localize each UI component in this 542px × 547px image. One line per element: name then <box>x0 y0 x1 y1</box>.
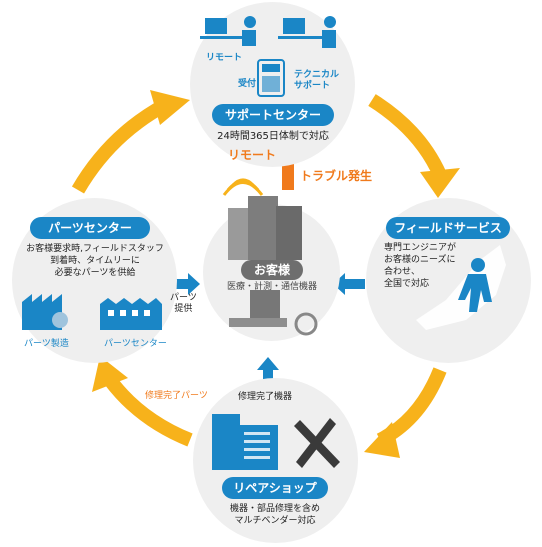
repair-building-icon <box>212 414 278 470</box>
desk-icon <box>200 36 244 39</box>
wrench-screwdriver-icon <box>294 418 340 468</box>
engineer-icon <box>458 258 492 312</box>
label-parts-manufacturing: パーツ製造 <box>24 339 69 349</box>
cycle-arrow-top-right-head <box>420 168 460 198</box>
label-remote-desk: リモート <box>206 53 243 63</box>
support-center-title: サポートセンター <box>212 104 334 126</box>
arrow-field-to-customer <box>333 273 365 295</box>
cycle-arrow-bottom-left <box>104 375 193 447</box>
customer-subtitle: 医療・計測・通信機器 <box>226 282 317 292</box>
repair-shop-description: 機器・部品修理を含め マルチベンダー対応 <box>229 504 320 526</box>
tech-operator-icon <box>324 16 336 28</box>
equipment-icon <box>229 290 318 336</box>
monitor-icon-2 <box>283 18 305 34</box>
monitor-icon <box>205 18 227 34</box>
signal-icon <box>222 178 264 196</box>
parts-supply-label: パーツ 提供 <box>170 293 197 314</box>
phone-icon <box>257 59 285 97</box>
cycle-arrow-top-right <box>368 94 447 178</box>
repair-done-parts-label: 修理完了パーツ <box>145 391 208 401</box>
parts-center-description: お客様要求時,フィールドスタッフ 到着時、タイムリーに 必要なパーツを供給 <box>26 244 164 278</box>
repair-shop-title: リペアショップ <box>222 477 328 499</box>
cycle-arrow-top-left-head <box>150 90 190 125</box>
customer-title: お客様 <box>241 260 303 280</box>
gear-icon <box>52 312 68 328</box>
remote-flow-label: リモート <box>228 148 277 162</box>
factory-icon <box>22 294 62 330</box>
label-parts-center: パーツセンター <box>104 339 167 349</box>
repair-done-device-label: 修理完了機器 <box>238 392 293 402</box>
support-center-description: 24時間365日体制で対応 <box>217 131 329 142</box>
operator-icon <box>244 16 256 28</box>
label-tech-support: テクニカル サポート <box>294 70 340 91</box>
cycle-arrow-top-left <box>71 98 169 194</box>
arrow-repair-to-customer <box>257 357 279 385</box>
parts-center-title: パーツセンター <box>30 217 150 239</box>
cycle-arrow-bottom-right-head <box>364 422 400 458</box>
building-icon <box>228 196 302 260</box>
field-service-title: フィールドサービス <box>386 217 510 239</box>
label-reception: 受付 <box>238 79 257 89</box>
field-service-description: 専門エンジニアが お客様のニーズに 合わせ、 全国で対応 <box>384 243 457 289</box>
cycle-arrow-bottom-left-head <box>92 356 128 392</box>
trouble-flow-label: トラブル発生 <box>300 169 373 183</box>
arrow-parts-to-customer <box>168 273 200 295</box>
